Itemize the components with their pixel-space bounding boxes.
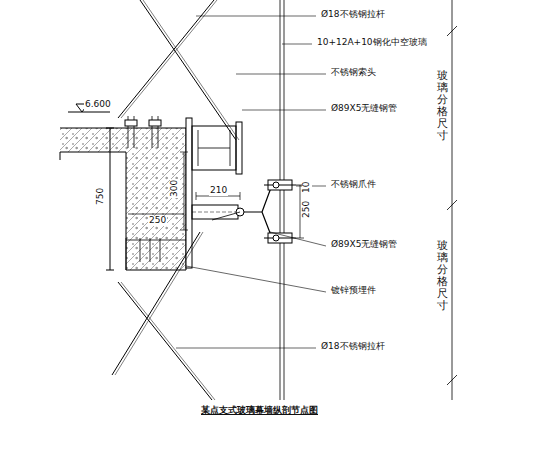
tube-label: Ø89X5无缝钢管	[330, 240, 398, 250]
drawing-caption: 某点支式玻璃幕墙纵剖节点图	[200, 406, 319, 416]
dimension: 250	[148, 216, 167, 226]
dimension: 300	[170, 179, 180, 198]
rod-label: Ø18不锈钢拉杆	[320, 10, 386, 20]
dimension: 250	[302, 200, 312, 219]
glass-label: 10+12A+10钢化中空玻璃	[316, 38, 428, 48]
rod-label: Ø18不锈钢拉杆	[320, 342, 386, 352]
embed-label: 镀锌预埋件	[330, 286, 377, 296]
dimension: 750	[96, 187, 106, 206]
dimension: 10	[302, 181, 312, 194]
grid-dimension: 玻璃分格尺寸	[437, 240, 448, 313]
claw-label: 不锈钢爪件	[330, 180, 377, 190]
dimension: 210	[209, 186, 228, 196]
tube-label: Ø89X5无缝钢管	[330, 104, 398, 114]
level-mark: 6.600	[84, 100, 112, 110]
cable-head-label: 不锈钢索头	[330, 68, 377, 78]
grid-dimension: 玻璃分格尺寸	[437, 70, 448, 143]
